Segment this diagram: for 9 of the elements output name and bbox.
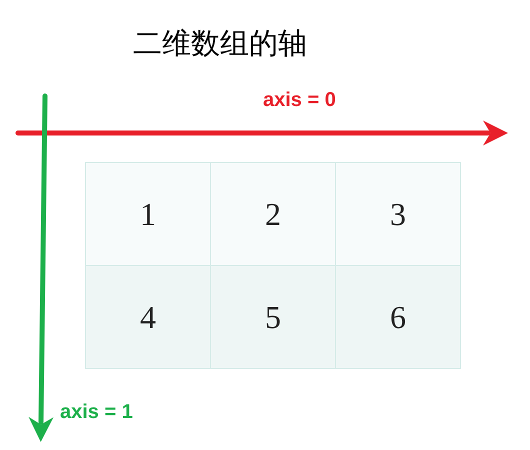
- diagram-title: 二维数组的轴: [133, 25, 307, 62]
- table-cell: 1: [85, 162, 211, 266]
- axis-label: axis = 0: [263, 89, 336, 112]
- table-cell: 2: [210, 162, 336, 266]
- axis-label: axis = 1: [60, 401, 133, 424]
- table-cell: 3: [335, 162, 461, 266]
- table-cell: 4: [85, 265, 211, 369]
- table-cell: 5: [210, 265, 336, 369]
- table-cell: 6: [335, 265, 461, 369]
